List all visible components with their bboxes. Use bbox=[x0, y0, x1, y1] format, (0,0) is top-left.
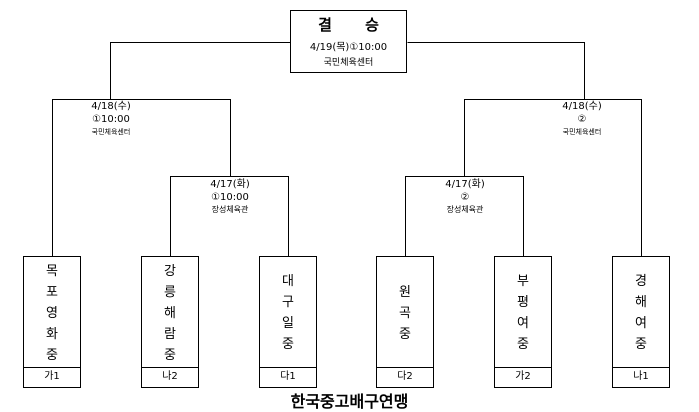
semifinal-right-time: ② bbox=[577, 114, 587, 125]
team-name-char: 영 bbox=[46, 305, 58, 321]
final-venue: 국민체육센터 bbox=[323, 58, 374, 68]
team-name-char: 중 bbox=[46, 347, 58, 363]
team-name-char: 대 bbox=[282, 274, 294, 289]
semifinal-right-date: 4/18(수) bbox=[562, 101, 602, 112]
quarterfinal-right-time: ② bbox=[460, 192, 470, 203]
team-name-char: 중 bbox=[635, 337, 647, 352]
team-name-char: 포 bbox=[46, 284, 58, 300]
semifinal-right-bracket bbox=[464, 99, 642, 256]
quarterfinal-left-date: 4/17(화) bbox=[210, 179, 250, 190]
team-name-char: 해 bbox=[164, 305, 176, 321]
team-name-char: 여 bbox=[635, 316, 647, 331]
quarterfinal-right-venue: 장성체육관 bbox=[446, 205, 484, 214]
team-name-char: 중 bbox=[164, 347, 176, 363]
team-group: 다1 bbox=[260, 367, 316, 387]
team-name-char: 부 bbox=[517, 274, 529, 289]
final-title: 결 승 bbox=[318, 16, 393, 34]
quarterfinal-left-venue: 장성체육관 bbox=[211, 205, 249, 214]
team-name-char: 람 bbox=[164, 326, 176, 342]
team-group: 나2 bbox=[142, 367, 198, 387]
semifinal-left-bracket bbox=[52, 99, 231, 256]
semifinal-left-venue: 국민체육센터 bbox=[91, 128, 131, 136]
semifinal-right-venue: 국민체육센터 bbox=[562, 128, 602, 136]
semifinal-left-info: 4/18(수) ①10:00 국민체육센터 bbox=[56, 100, 166, 138]
quarterfinal-right-date: 4/17(화) bbox=[445, 179, 485, 190]
team-name-char: 목 bbox=[46, 263, 58, 279]
final-left-connector bbox=[110, 42, 291, 100]
team-name-char: 릉 bbox=[164, 284, 176, 300]
final-date: 4/19(목)①10:00 bbox=[309, 42, 388, 53]
team-group: 가1 bbox=[24, 367, 80, 387]
quarterfinal-right-info: 4/17(화) ② 장성체육관 bbox=[410, 178, 520, 216]
team-name-char: 중 bbox=[282, 337, 294, 352]
team-name-char: 평 bbox=[517, 295, 529, 310]
team-group: 다2 bbox=[377, 367, 433, 387]
team-group: 가2 bbox=[495, 367, 551, 387]
quarterfinal-left-time: ①10:00 bbox=[211, 192, 249, 203]
semifinal-left-date: 4/18(수) bbox=[91, 101, 131, 112]
semifinal-left-time: ①10:00 bbox=[92, 114, 130, 125]
team-name-char: 강 bbox=[164, 263, 176, 279]
team-name-char: 화 bbox=[46, 326, 58, 342]
quarterfinal-left-info: 4/17(화) ①10:00 장성체육관 bbox=[175, 178, 285, 216]
team-name-char: 여 bbox=[517, 316, 529, 331]
team-name-char: 중 bbox=[399, 326, 411, 342]
team-name-char: 일 bbox=[282, 316, 294, 331]
team-name-char: 중 bbox=[517, 337, 529, 352]
semifinal-right-info: 4/18(수) ② 국민체육센터 bbox=[527, 100, 637, 138]
team-name-char: 원 bbox=[399, 284, 411, 300]
team-name-char: 구 bbox=[282, 295, 294, 310]
quarterfinal-left-bracket bbox=[170, 176, 289, 256]
footer-organization: 한국중고배구연맹 bbox=[290, 392, 409, 411]
team-group: 나1 bbox=[613, 367, 669, 387]
final-right-connector bbox=[407, 42, 585, 100]
final-match-box: 결 승 4/19(목)①10:00 국민체육센터 bbox=[290, 10, 407, 73]
team-name-char: 경 bbox=[635, 274, 647, 289]
team-name-char: 곡 bbox=[399, 305, 411, 321]
team-name-char: 해 bbox=[635, 295, 647, 310]
